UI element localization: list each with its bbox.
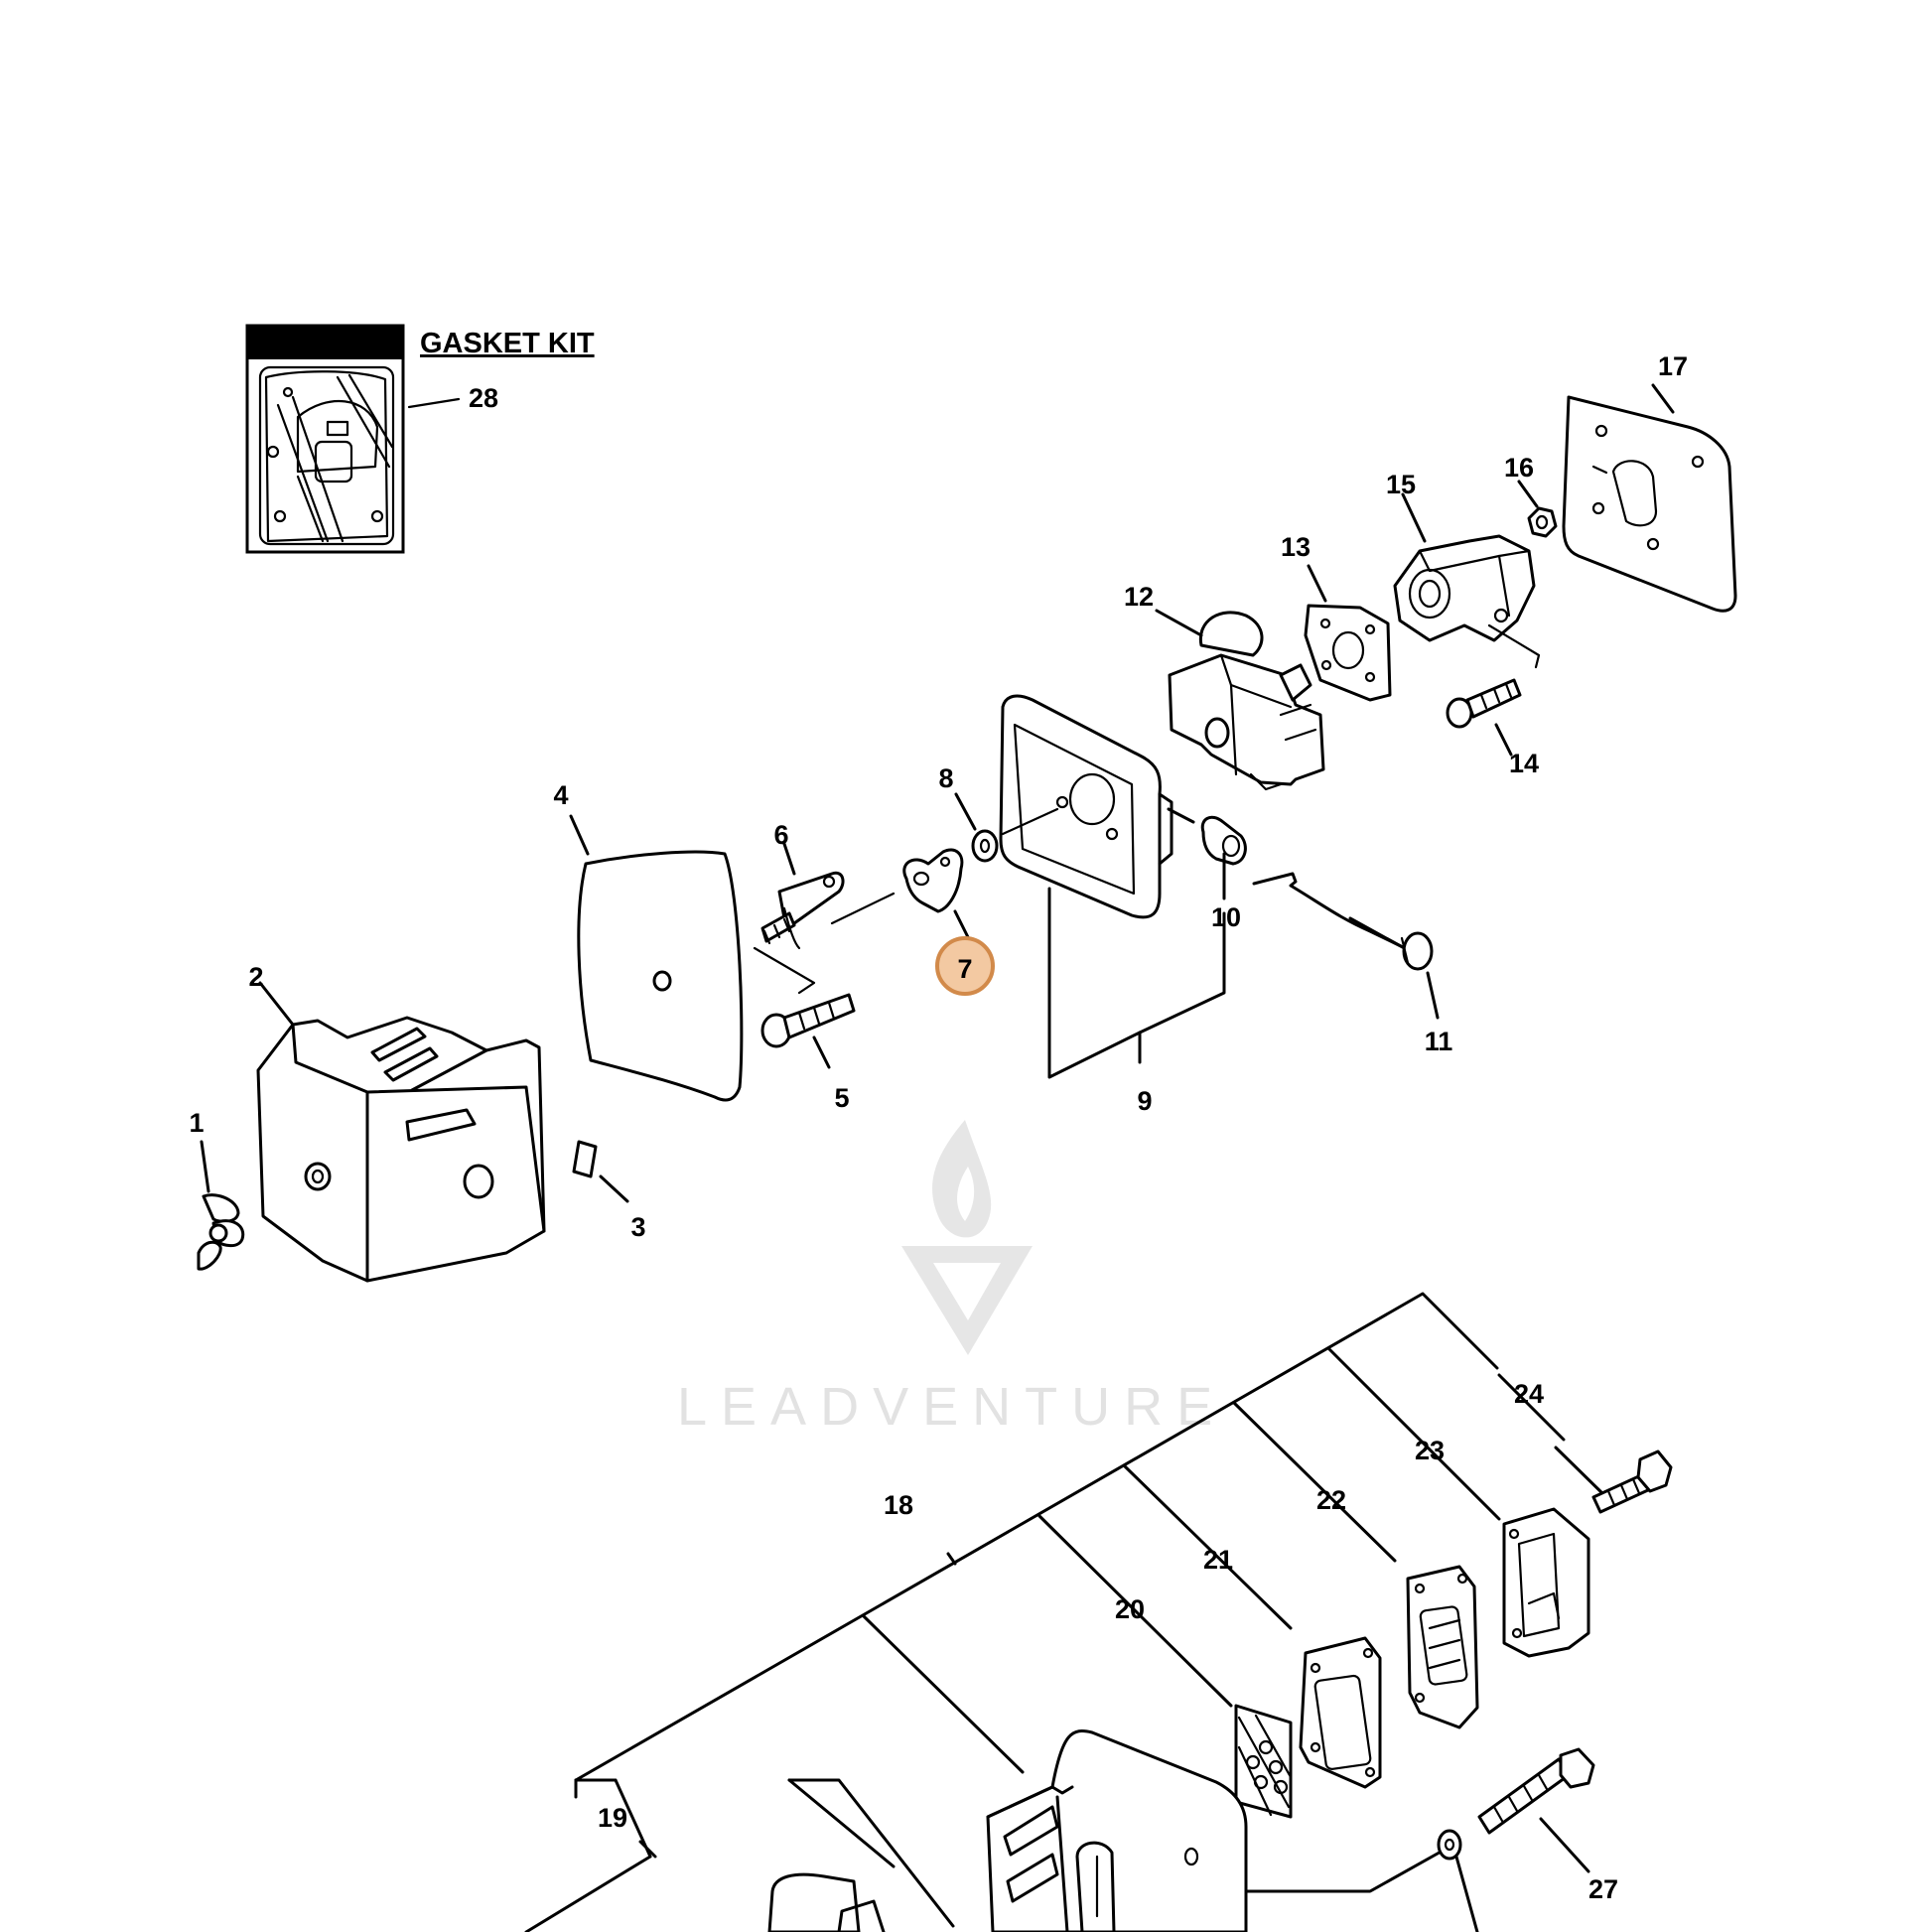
- part-small-square: [572, 1140, 598, 1178]
- part-filter-cover: [256, 1016, 546, 1283]
- callout-10[interactable]: 10: [1211, 902, 1241, 932]
- gasket-kit-title: GASKET KIT: [420, 328, 595, 359]
- callout-8[interactable]: 8: [938, 763, 953, 793]
- part-sleeve: [1200, 815, 1247, 866]
- callout-5[interactable]: 5: [834, 1083, 849, 1113]
- part-bolt-27: [1437, 1747, 1595, 1861]
- part-screen-20: [1234, 1704, 1293, 1819]
- part-choke-rod: [1252, 872, 1434, 971]
- part-muffler: [986, 1729, 1248, 1932]
- callout-12[interactable]: 12: [1124, 582, 1154, 612]
- callout-15[interactable]: 15: [1386, 470, 1416, 499]
- callout-21[interactable]: 21: [1203, 1545, 1233, 1575]
- part-nut-16: [1527, 506, 1558, 538]
- part-washer-8: [971, 829, 999, 863]
- gasket-kit-box: [245, 324, 405, 554]
- callout-16[interactable]: 16: [1504, 453, 1534, 483]
- watermark-text: LEADVENTURE: [677, 1377, 1226, 1437]
- callout-19[interactable]: 19: [598, 1803, 627, 1833]
- callout-2[interactable]: 2: [248, 962, 263, 992]
- highlight-circle: [935, 936, 995, 996]
- callout-7[interactable]: 7: [957, 954, 972, 984]
- callout-3[interactable]: 3: [630, 1212, 645, 1242]
- part-carb-gasket: [1304, 604, 1392, 702]
- part-gasket-21: [1299, 1636, 1382, 1789]
- part-wing-nut: [197, 1193, 245, 1271]
- part-screw-24: [1591, 1449, 1673, 1514]
- part-screw-5: [760, 993, 856, 1048]
- callout-4[interactable]: 4: [553, 780, 568, 810]
- callout-27[interactable]: 27: [1588, 1874, 1618, 1904]
- watermark-logo: [901, 1120, 1033, 1355]
- part-manifold: [1393, 534, 1541, 669]
- callout-11[interactable]: 11: [1425, 1027, 1453, 1056]
- callout-23[interactable]: 23: [1415, 1436, 1445, 1465]
- callout-17[interactable]: 17: [1658, 351, 1688, 381]
- part-deflector-23: [1502, 1507, 1590, 1658]
- callout-1[interactable]: 1: [189, 1108, 204, 1138]
- callout-9[interactable]: 9: [1137, 1086, 1152, 1116]
- callout-labels: 1 2 3 4 5 6 7 8 9 10 11 12 13 14 15 16 1…: [189, 351, 1688, 1904]
- callout-18[interactable]: 18: [884, 1490, 913, 1520]
- callout-22[interactable]: 22: [1316, 1485, 1346, 1515]
- callout-28[interactable]: 28: [469, 383, 498, 413]
- part-carburetor: [1168, 611, 1325, 791]
- part-plate: [902, 848, 964, 913]
- part-cylinder: [767, 1872, 886, 1932]
- part-filter-base: [999, 694, 1173, 919]
- part-manifold-gasket: [1562, 395, 1737, 613]
- part-screw-14: [1446, 678, 1522, 729]
- part-bracket: [760, 871, 845, 950]
- callout-13[interactable]: 13: [1281, 532, 1311, 562]
- callout-24[interactable]: 24: [1514, 1379, 1544, 1409]
- callout-14[interactable]: 14: [1509, 749, 1539, 778]
- callout-6[interactable]: 6: [773, 820, 788, 850]
- part-filter-element: [577, 850, 744, 1102]
- callout-20[interactable]: 20: [1115, 1594, 1145, 1624]
- part-plate-22: [1406, 1565, 1479, 1729]
